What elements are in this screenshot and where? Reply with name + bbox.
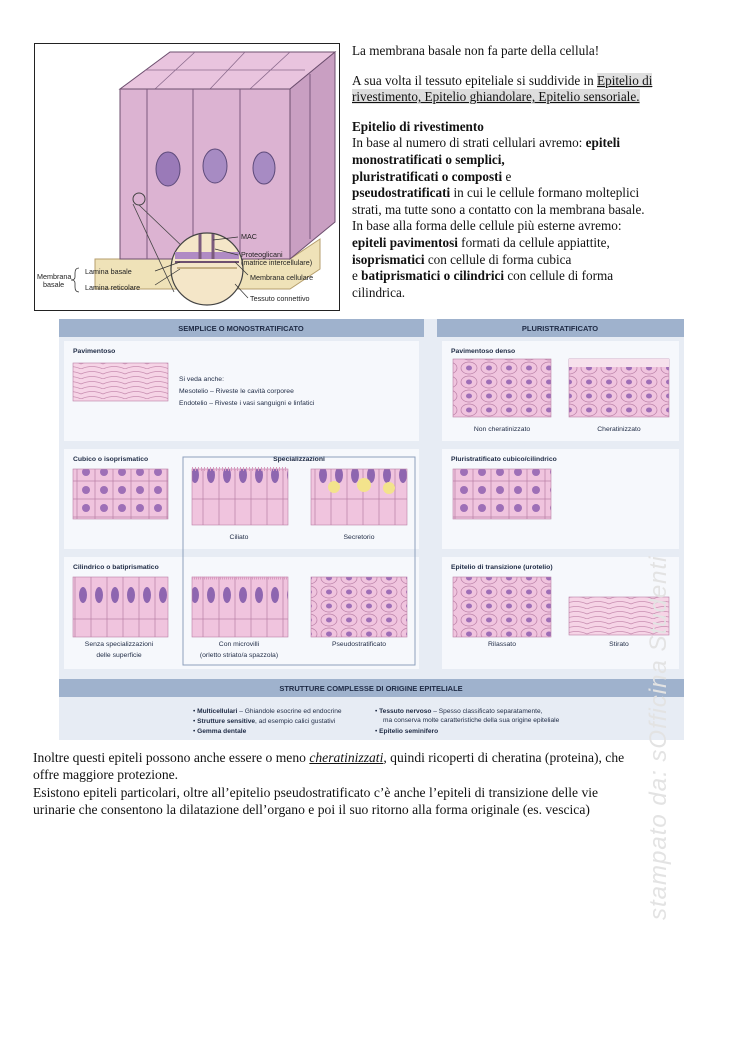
keratin-line-1: Inoltre questi epiteli possono anche ess… <box>33 749 723 766</box>
microvilli-label-1: Con microvilli <box>219 641 260 648</box>
secretory-sample <box>311 469 407 525</box>
stratified-cuboidal-label: Pluristratificato cubico/cilindrico <box>451 456 557 463</box>
simple-columnar-sample <box>73 577 168 637</box>
keratin-layer <box>569 359 669 367</box>
mesothelium-label: Mesotelio – Riveste le cavità corporee <box>179 388 294 395</box>
watermark: stampato da: sOfficina Studenti <box>645 555 673 920</box>
transitional-label: Epitelio di transizione (urotelio) <box>451 564 553 571</box>
pseudostratified-label: Pseudostratificato <box>332 641 386 648</box>
connective-tissue-label: Tessuto connettivo <box>250 294 310 303</box>
subdivision-paragraph: A sua volta il tessuto epiteliale si sud… <box>352 73 700 106</box>
layers-line-4: pseudostratificati in cui le cellule for… <box>352 185 700 202</box>
shape-line-2: epiteli pavimentosi formati da cellule a… <box>352 235 700 252</box>
layers-line-5: strati, ma tutte sono a contatto con la … <box>352 202 700 219</box>
pseudostratified-sample <box>311 577 407 637</box>
multicellular-item: • Multicellulari – Ghiandole esocrine ed… <box>193 708 342 715</box>
epithelium-block-illustration: MAC Proteoglicani (matrice intercellular… <box>35 44 338 309</box>
simple-cuboidal-sample <box>73 469 168 519</box>
keratinization-notes: Inoltre questi epiteli possono anche ess… <box>33 749 723 819</box>
special-epithelia-line-1: Esistono epiteli particolari, oltre all’… <box>33 784 723 801</box>
shape-line-3: isoprismatici con cellule di forma cubic… <box>352 252 700 269</box>
classification-chart-svg: SEMPLICE O MONOSTRATIFICATO PLURISTRATIF… <box>59 319 684 740</box>
non-keratinized-label: Non cheratinizzato <box>474 426 531 433</box>
secretory-label: Secretorio <box>344 534 375 541</box>
section-heading: Epitelio di rivestimento <box>352 119 700 136</box>
subdivision-text: A sua volta il tessuto epiteliale si sud… <box>352 73 597 88</box>
intercellular-matrix-label: (matrice intercellulare) <box>241 258 312 267</box>
sensory-item: • Strutture sensitive, ad esempio calici… <box>193 718 336 725</box>
nervous-tissue-note: ma conserva molte caratteristiche della … <box>383 717 560 724</box>
microvilli-sample <box>192 577 288 637</box>
cuboidal-label: Cubico o isoprismatico <box>73 456 148 463</box>
ciliated-sample <box>192 469 288 525</box>
layers-line-2: monostratificati o semplici, <box>352 152 700 169</box>
no-specialization-label-1: Senza specializzazioni <box>85 641 154 648</box>
layers-line-3: pluristratificati o composti e <box>352 169 700 186</box>
keratinized-label: Cheratinizzato <box>597 426 641 433</box>
nervous-tissue-item: • Tessuto nervoso – Spesso classificato … <box>375 708 543 715</box>
stretched-label: Stirato <box>609 641 629 648</box>
special-epithelia-line-2: urinarie che consentono la dilatazione d… <box>33 801 723 818</box>
complex-structures-header: STRUTTURE COMPLESSE DI ORIGINE EPITELIAL… <box>279 684 462 693</box>
simple-squamous-sample <box>73 363 168 401</box>
transitional-relaxed-sample <box>453 577 551 637</box>
shape-line-1: In base alla forma delle cellule più est… <box>352 218 700 235</box>
specializations-label: Specializzazioni <box>273 456 325 463</box>
microvilli-label-2: (orletto striato/a spazzola) <box>200 652 278 659</box>
keratin-line-2: offre maggiore protezione. <box>33 766 723 783</box>
cell-membrane-label: Membrana cellulare <box>250 273 313 282</box>
layers-line-1: In base al numero di strati cellulari av… <box>352 135 700 152</box>
subdivision-highlight-1: Epitelio di <box>597 73 652 88</box>
squamous-label: Pavimentoso <box>73 348 115 355</box>
basal-lamina-label: Lamina basale <box>85 267 132 276</box>
columnar-label: Cilindrico o batiprismatico <box>73 564 159 571</box>
mac-label: MAC <box>241 232 257 241</box>
seminiferous-item: • Epitelio seminifero <box>375 728 438 735</box>
no-specialization-label-2: delle superficie <box>96 652 142 659</box>
basement-membrane-figure: MAC Proteoglicani (matrice intercellular… <box>34 43 340 311</box>
relaxed-label: Rilassato <box>488 641 516 648</box>
keratinized-sample <box>569 359 669 417</box>
basement-note: La membrana basale non fa parte della ce… <box>352 43 700 60</box>
ciliated-label: Ciliato <box>230 534 249 541</box>
non-keratinized-sample <box>453 359 551 417</box>
reticular-lamina-label: Lamina reticolare <box>85 283 140 292</box>
simple-header: SEMPLICE O MONOSTRATIFICATO <box>178 324 304 333</box>
subdivision-highlight-2: rivestimento, Epitelio ghiandolare, Epit… <box>352 89 640 104</box>
stratified-cuboidal-sample <box>453 469 551 519</box>
epithelium-classification-panel: SEMPLICE O MONOSTRATIFICATO PLURISTRATIF… <box>59 319 684 740</box>
stratified-header: PLURISTRATIFICATO <box>522 324 598 333</box>
see-also-label: Si veda anche: <box>179 376 224 383</box>
basement-membrane-label-2: basale <box>43 280 64 289</box>
shape-line-5: cilindrica. <box>352 285 700 302</box>
endothelium-label: Endotelio – Riveste i vasi sanguigni e l… <box>179 400 315 407</box>
epithelium-description: La membrana basale non fa parte della ce… <box>352 43 700 301</box>
dense-squamous-label: Pavimentoso denso <box>451 348 515 355</box>
tooth-germ-item: • Gemma dentale <box>193 728 247 735</box>
shape-line-4: e batiprismatici o cilindrici con cellul… <box>352 268 700 285</box>
